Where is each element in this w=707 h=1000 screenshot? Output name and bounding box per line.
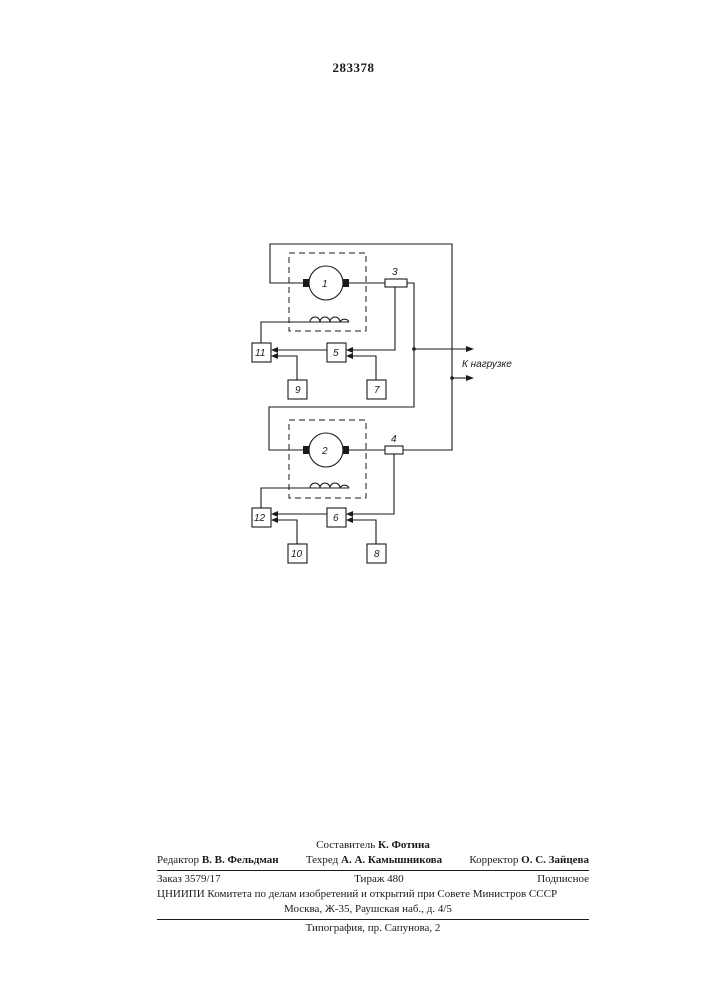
arrow-block-7-into-block-5 — [346, 353, 353, 359]
compiler-name: К. Фотина — [378, 839, 430, 851]
compiler-line: Составитель К. Фотина — [157, 838, 589, 853]
editor-name: В. В. Фельдман — [202, 854, 279, 866]
motor-1-label: 1 — [322, 279, 328, 290]
motor-2-brush-right — [343, 446, 349, 454]
subscription: Подписное — [537, 872, 589, 887]
block-7-to-block-5-wire — [351, 356, 376, 380]
motor-2-brush-left — [303, 446, 309, 454]
arrow-into-block-6 — [346, 511, 353, 517]
arrow-into-block-5 — [346, 347, 353, 353]
motor-2-label: 2 — [321, 446, 328, 457]
compiler-label: Составитель — [316, 839, 375, 851]
motor-1-enclosure — [289, 253, 366, 331]
block-8-label: 8 — [374, 549, 380, 560]
block-10-label: 10 — [291, 549, 303, 560]
order-line: Заказ 3579/17 Тираж 480 Подписное — [157, 872, 589, 887]
junction-node-2 — [450, 376, 454, 380]
motor-1-brush-left — [303, 279, 309, 287]
editor-label: Редактор — [157, 854, 199, 866]
motor-1-brush-right — [343, 279, 349, 287]
colophon: Составитель К. Фотина Редактор В. В. Фел… — [157, 838, 589, 936]
address: Москва, Ж-35, Раушская наб., д. 4/5 — [157, 902, 452, 917]
corrector-name: О. С. Зайцева — [521, 854, 589, 866]
block-11-label: 11 — [255, 348, 265, 359]
printer-line: Типография, пр. Сапунова, 2 — [157, 921, 589, 936]
arrow-block-9-into-block-11 — [271, 353, 278, 359]
compiler: Составитель К. Фотина — [316, 838, 430, 853]
block-5-label: 5 — [333, 348, 339, 359]
block-8-to-block-6-wire — [351, 520, 376, 544]
junction-node-1 — [412, 347, 416, 351]
block-9-label: 9 — [295, 385, 301, 396]
sensor-4-to-block-6-wire — [351, 454, 394, 514]
arrow-block-10-into-block-12 — [271, 517, 278, 523]
circulation: Тираж 480 — [354, 872, 404, 887]
sensor-3-to-block-5-wire — [351, 287, 395, 350]
winding-1-to-block-11-wire — [261, 322, 349, 343]
order-number: Заказ 3579/17 — [157, 872, 221, 887]
address-line: Москва, Ж-35, Раушская наб., д. 4/5 — [157, 902, 589, 917]
block-10-to-block-12-wire — [276, 520, 297, 544]
block-9-to-block-11-wire — [276, 356, 297, 380]
sensor-4-label: 4 — [391, 434, 397, 445]
upper-power-bus — [270, 244, 452, 450]
editor: Редактор В. В. Фельдман — [157, 853, 279, 868]
block-12-label: 12 — [254, 513, 266, 524]
field-winding-1 — [310, 317, 349, 322]
corrector: Корректор О. С. Зайцева — [469, 853, 589, 868]
field-winding-2 — [310, 483, 349, 488]
sensor-3 — [385, 279, 407, 287]
divider-1 — [157, 870, 589, 871]
staff-line: Редактор В. В. Фельдман Техред А. А. Кам… — [157, 853, 589, 868]
techred-label: Техред — [306, 854, 338, 866]
sensor-4 — [385, 446, 403, 454]
motor-2-enclosure — [289, 420, 366, 498]
printer: Типография, пр. Сапунова, 2 — [306, 921, 441, 936]
arrow-into-block-11 — [271, 347, 278, 353]
divider-2 — [157, 919, 589, 920]
block-6-label: 6 — [333, 513, 339, 524]
corrector-label: Корректор — [469, 854, 518, 866]
techred-name: А. А. Камышникова — [341, 854, 442, 866]
institute: ЦНИИПИ Комитета по делам изобретений и о… — [157, 887, 557, 902]
load-arrow-1 — [466, 346, 474, 352]
arrow-into-block-12 — [271, 511, 278, 517]
sensor-3-output-line — [269, 283, 414, 450]
load-label: К нагрузке — [462, 359, 512, 370]
arrow-block-8-into-block-6 — [346, 517, 353, 523]
techred: Техред А. А. Камышникова — [306, 853, 442, 868]
load-arrow-2 — [466, 375, 474, 381]
sensor-3-label: 3 — [392, 267, 398, 278]
institute-line: ЦНИИПИ Комитета по делам изобретений и о… — [157, 887, 589, 902]
block-7-label: 7 — [374, 385, 380, 396]
